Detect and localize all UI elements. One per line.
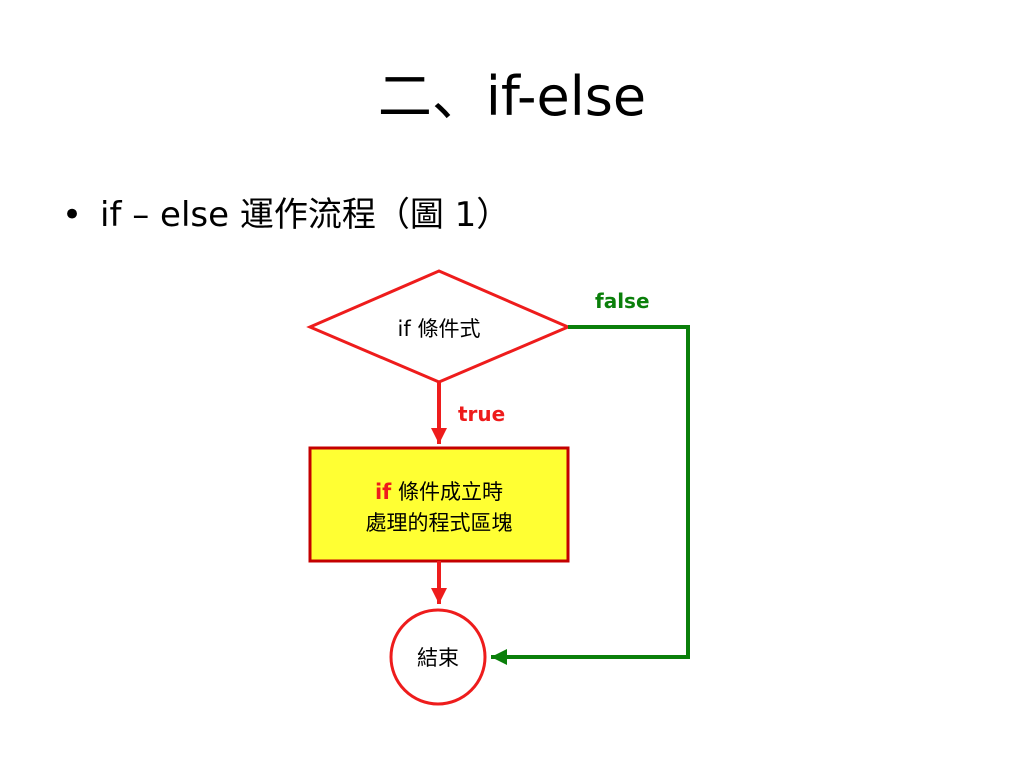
decision-label: if 條件式 [398,317,481,341]
process-label-line1: if 條件成立時 [375,480,503,504]
bullet-text: if – else 運作流程（圖 1） [100,195,511,235]
process-label-line2: 處理的程式區塊 [366,511,513,535]
process-box [308,446,570,563]
false-arrow [491,325,690,665]
end-label: 結束 [417,646,459,670]
bullet-item: • if – else 運作流程（圖 1） [62,190,510,240]
bullet-marker: • [62,195,83,235]
false-label: false [595,289,650,313]
slide-title: 二、if-else [377,65,647,128]
end-circle [389,608,487,706]
true-label: true [458,402,505,426]
